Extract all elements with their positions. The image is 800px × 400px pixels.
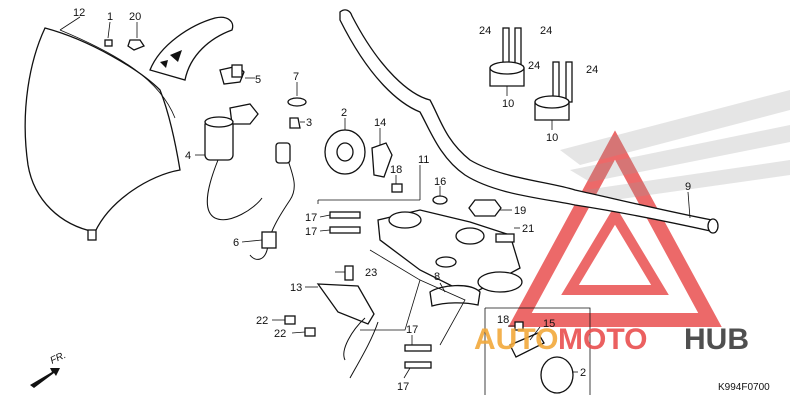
cover-2-upper bbox=[324, 129, 366, 175]
holder-10-upper bbox=[489, 61, 525, 87]
bracket-14 bbox=[371, 142, 393, 178]
part-label: 17 bbox=[397, 381, 409, 393]
part-label: 8 bbox=[434, 271, 440, 283]
bolt-22-b bbox=[304, 327, 316, 337]
watermark-part-moto: MOTO bbox=[558, 323, 647, 356]
inset-box bbox=[484, 307, 591, 395]
wire-harness-6 bbox=[206, 142, 295, 260]
bolts-17-upper bbox=[329, 211, 361, 234]
part-label: 13 bbox=[290, 282, 302, 294]
top-bridge-11 bbox=[377, 209, 523, 296]
part-label: 21 bbox=[522, 223, 534, 235]
part-labels: 12 1 20 5 7 3 4 6 2 14 18 11 16 17 17 19… bbox=[73, 7, 691, 393]
part-label: 17 bbox=[305, 212, 317, 224]
ignition-switch-4 bbox=[204, 116, 234, 161]
part-label: 2 bbox=[580, 367, 586, 379]
direction-label: FR. bbox=[49, 350, 68, 367]
part-label: 24 bbox=[479, 25, 491, 37]
part-label: 22 bbox=[256, 315, 268, 327]
watermark-logo bbox=[508, 130, 722, 327]
part-label: 18 bbox=[497, 314, 509, 326]
bolt-24-b bbox=[514, 27, 522, 69]
part-label: 5 bbox=[255, 74, 261, 86]
nut-19 bbox=[468, 199, 502, 217]
key-3 bbox=[229, 103, 259, 125]
part-label: 12 bbox=[73, 7, 85, 19]
o-ring-7 bbox=[287, 97, 307, 107]
part-label: 18 bbox=[390, 164, 402, 176]
part-label: 19 bbox=[514, 205, 526, 217]
headlight-cowl bbox=[24, 16, 234, 241]
bolt-23 bbox=[344, 265, 354, 281]
part-label: 7 bbox=[293, 71, 299, 83]
part-label: 11 bbox=[418, 154, 429, 166]
part-label: 6 bbox=[233, 237, 239, 249]
part-label: 24 bbox=[540, 25, 552, 37]
bolt-21 bbox=[495, 233, 515, 243]
pin-3 bbox=[289, 117, 301, 129]
part-label: 1 bbox=[107, 11, 113, 23]
part-label: 14 bbox=[374, 117, 386, 129]
part-label: 24 bbox=[586, 64, 598, 76]
bolt-24-d bbox=[565, 61, 573, 103]
part-label: 24 bbox=[528, 60, 540, 72]
part-label: 2 bbox=[341, 107, 347, 119]
honda-wing-watermark bbox=[560, 90, 790, 202]
part-label: 10 bbox=[502, 98, 514, 110]
watermark-text: AUTO MOTO HUB bbox=[474, 323, 749, 356]
washer-16 bbox=[432, 195, 448, 205]
part-label: 3 bbox=[306, 117, 312, 129]
bolt-part-1 bbox=[104, 39, 113, 47]
watermark-part-auto: AUTO bbox=[474, 323, 558, 356]
part-label: 4 bbox=[185, 150, 191, 162]
part-label: 20 bbox=[129, 11, 141, 23]
watermark-part-hub: HUB bbox=[684, 323, 749, 356]
clip-part-20 bbox=[127, 39, 145, 51]
part-label: 17 bbox=[305, 226, 317, 238]
bolt-22-a bbox=[284, 315, 296, 325]
part-label: 9 bbox=[685, 181, 691, 193]
handlebar-9 bbox=[339, 9, 719, 234]
part-label: 23 bbox=[365, 267, 377, 279]
part-label: 15 bbox=[543, 318, 555, 330]
holder-10-lower bbox=[534, 95, 570, 121]
diagram-code: K994F0700 bbox=[718, 382, 770, 393]
key-5 bbox=[219, 64, 245, 85]
stay-13 bbox=[316, 283, 379, 379]
leader-lines bbox=[59, 16, 691, 379]
front-direction-arrow: FR. bbox=[30, 350, 68, 388]
part-label: 10 bbox=[546, 132, 558, 144]
part-label: 16 bbox=[434, 176, 446, 188]
nut-18-upper bbox=[391, 183, 403, 193]
part-label: 22 bbox=[274, 328, 286, 340]
bolts-17-lower bbox=[404, 344, 432, 369]
part-label: 17 bbox=[406, 324, 418, 336]
